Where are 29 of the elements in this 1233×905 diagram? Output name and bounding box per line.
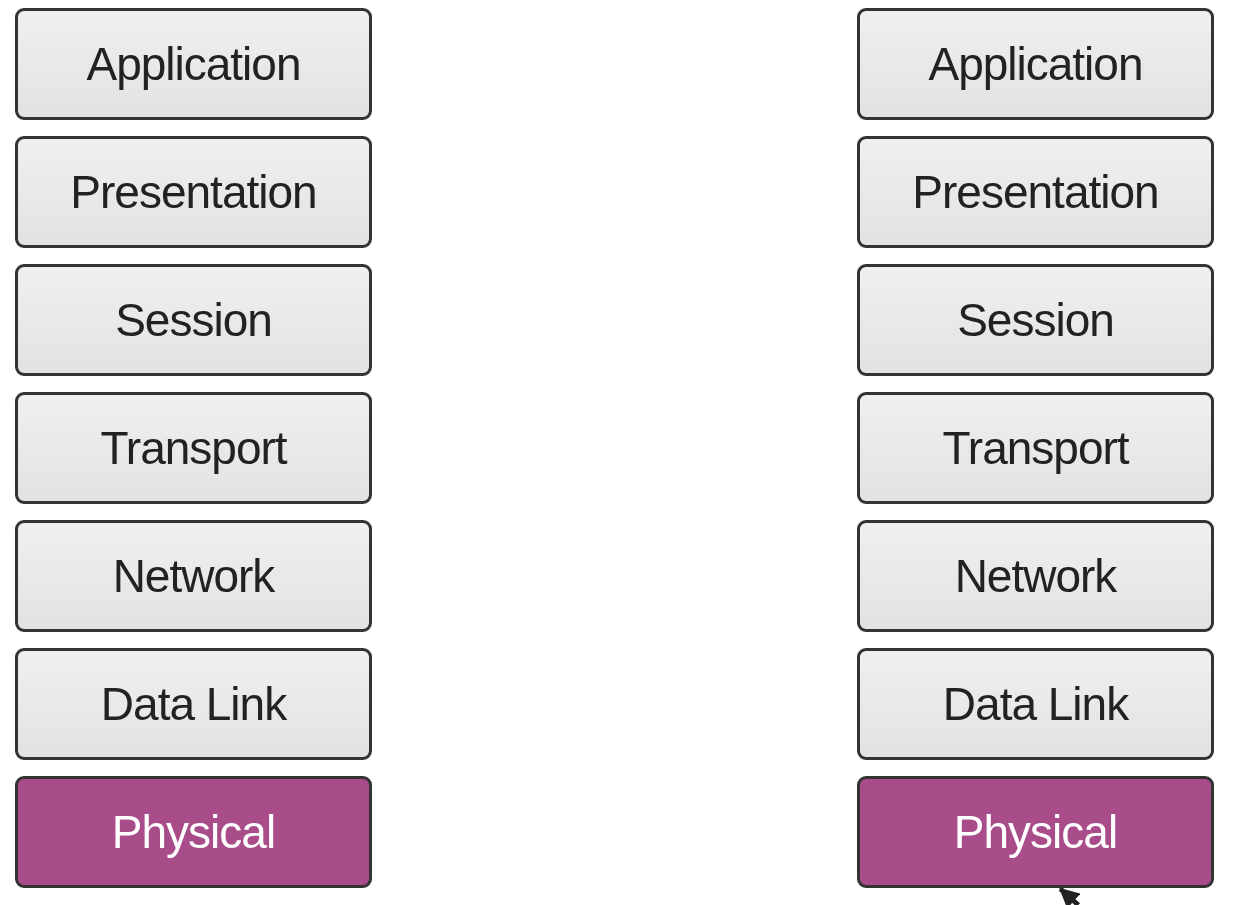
layer-box [15, 136, 372, 248]
layer-box [15, 392, 372, 504]
layer-box [857, 264, 1214, 376]
arrow [1058, 887, 1081, 905]
layer-label: Physical [111, 805, 276, 859]
layer-label: Application [928, 37, 1143, 91]
layer-label: Transport [100, 421, 287, 475]
layer-label: Data Link [942, 677, 1129, 731]
layer-label: Session [957, 293, 1114, 347]
layer-box [857, 392, 1214, 504]
layer-box [857, 520, 1214, 632]
layer-box [15, 776, 372, 888]
layer-label: Physical [953, 805, 1118, 859]
layer-label: Data Link [100, 677, 287, 731]
layer-box [857, 648, 1214, 760]
layer-box [15, 520, 372, 632]
layer-label: Presentation [70, 165, 317, 219]
layer-box [857, 776, 1214, 888]
layer-label: Transport [942, 421, 1129, 475]
layer-box [857, 136, 1214, 248]
layer-label: Session [115, 293, 272, 347]
layer-box [15, 648, 372, 760]
layer-box [15, 264, 372, 376]
layer-label: Network [112, 549, 275, 603]
layer-box [15, 8, 372, 120]
layer-label: Application [86, 37, 301, 91]
layer-label: Presentation [912, 165, 1159, 219]
layer-label: Network [954, 549, 1117, 603]
layer-box [857, 8, 1214, 120]
